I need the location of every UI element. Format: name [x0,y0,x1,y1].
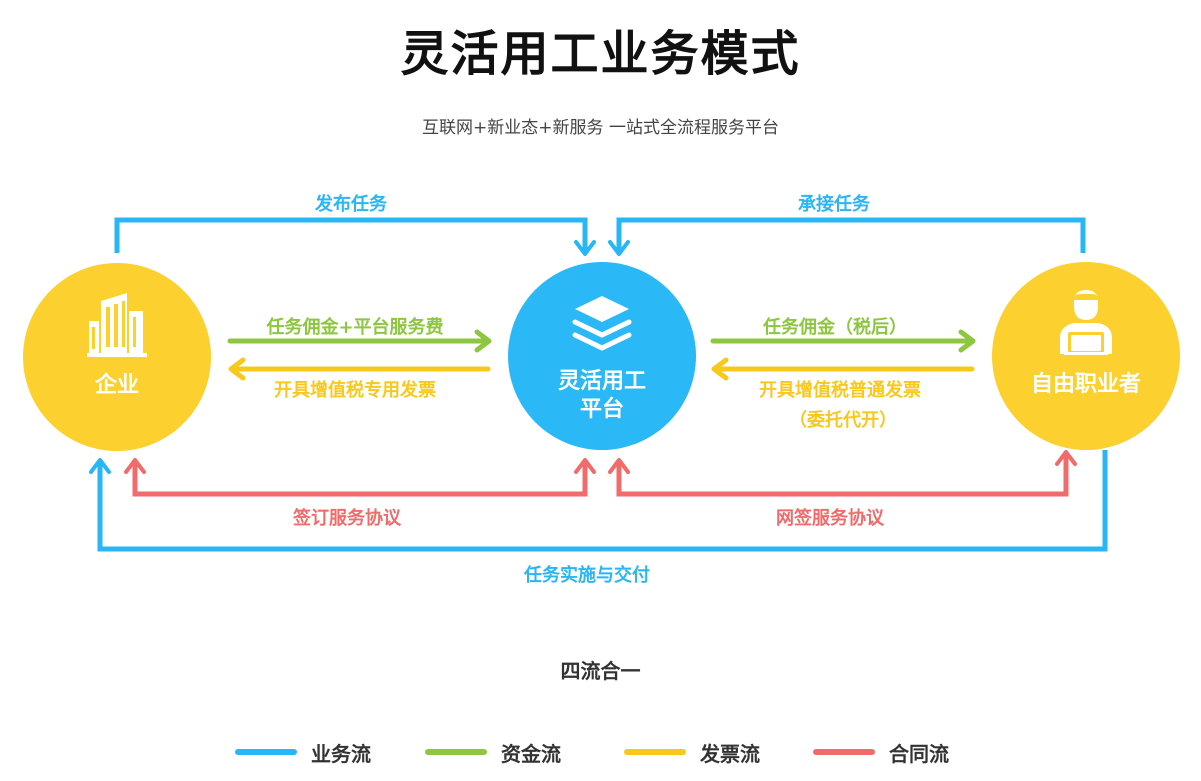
freelancer-label: 自由职业者 [1030,372,1141,397]
entrusted-label: （委托代开） [789,410,897,431]
freelancer-node: 自由职业者 [992,262,1180,450]
page-title: 灵活用工业务模式 [400,26,801,82]
four-flows-caption: 四流合一 [560,659,641,683]
platform-label-line2: 平台 [579,397,624,422]
legend-line [624,749,686,755]
general-invoice-label: 开具增值税普通发票 [759,380,921,401]
enterprise-node: 企业 [23,263,211,451]
delivery-label: 任务实施与交付 [524,565,650,586]
legend-label: 发票流 [700,742,760,766]
accept-task-label: 承接任务 [798,194,870,215]
accept-task-arrow [616,217,1086,253]
commission-after-tax-label: 任务佣金（税后） [763,317,907,338]
online-agreement-arrow [616,454,1069,497]
special-invoice-label: 开具增值税专用发票 [274,380,436,401]
commission-fee-label: 任务佣金+平台服务费 [266,317,444,338]
sign-agreement-arrow [132,462,588,497]
person-laptop-icon [1060,290,1112,355]
sign-agreement-label: 签订服务协议 [293,508,401,529]
legend-label: 业务流 [311,742,371,766]
page-subtitle: 互联网+新业态+新服务 一站式全流程服务平台 [422,118,779,138]
platform-node: 灵活用工 平台 [508,262,696,450]
legend-label: 合同流 [889,742,949,766]
building-icon [87,293,147,357]
layers-icon [572,296,632,351]
legend-line [425,749,487,755]
delivery-arrow [97,450,1108,552]
online-agreement-label: 网签服务协议 [776,508,884,529]
enterprise-label: 企业 [94,373,139,398]
legend-line [235,749,297,755]
platform-label-line1: 灵活用工 [557,369,646,394]
publish-task-label: 发布任务 [315,194,387,215]
publish-task-arrow [114,217,588,253]
legend-line [813,749,875,755]
legend-label: 资金流 [501,742,561,766]
